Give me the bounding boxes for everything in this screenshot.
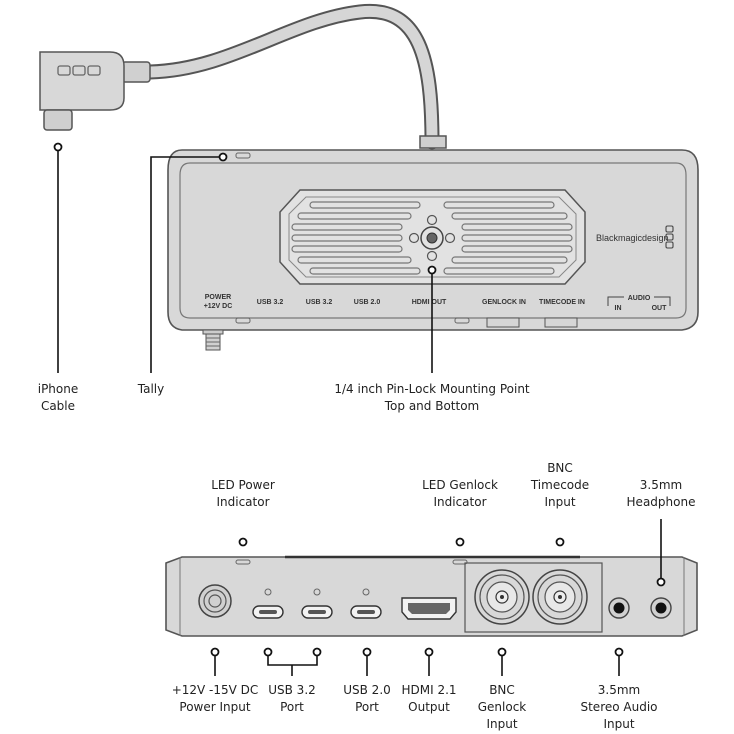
side-view-leader-lines — [210, 519, 666, 676]
port-label-usb-3: USB 2.0 — [354, 299, 381, 306]
usb-c-port-icon — [350, 605, 382, 619]
port-label-genlock: GENLOCK IN — [482, 299, 526, 306]
hdmi-port-icon — [401, 597, 457, 620]
port-label-usb-1: USB 3.2 — [257, 299, 284, 306]
port-label-timecode: TIMECODE IN — [539, 299, 585, 306]
audio-bracket — [607, 296, 671, 306]
dc-power-jack-icon — [198, 584, 232, 618]
port-label-hdmi: HDMI OUT — [412, 299, 447, 306]
brand-logo-icon — [665, 225, 674, 249]
usb-c-port-icon — [252, 605, 284, 619]
callout-tally: Tally — [137, 382, 165, 396]
port-label-audio-in: IN — [615, 305, 622, 312]
port-label-power-2: +12V DC — [204, 303, 233, 310]
power-connector — [202, 329, 224, 351]
headphone-jack-icon — [650, 597, 672, 619]
top-view-body: Blackmagicdesign POWER +12V DC USB 3.2 U… — [167, 149, 699, 351]
bnc-genlock-icon — [474, 569, 530, 625]
timecode-connector-stub — [544, 317, 578, 328]
bnc-timecode-icon — [532, 569, 588, 625]
usb-c-port-icon — [301, 605, 333, 619]
iphone-cable — [39, 3, 447, 150]
top-view-leader-lines — [53, 142, 437, 373]
port-label-audio: AUDIO — [628, 295, 651, 302]
port-label-power-1: POWER — [205, 294, 231, 301]
port-label-usb-2: USB 3.2 — [306, 299, 333, 306]
audio-input-jack-icon — [608, 597, 630, 619]
side-view-body — [165, 555, 698, 637]
brand-logo-text: Blackmagicdesign — [596, 233, 669, 243]
port-label-audio-out: OUT — [652, 305, 668, 312]
genlock-connector-stub — [486, 317, 520, 328]
mounting-point-icon — [408, 214, 456, 262]
